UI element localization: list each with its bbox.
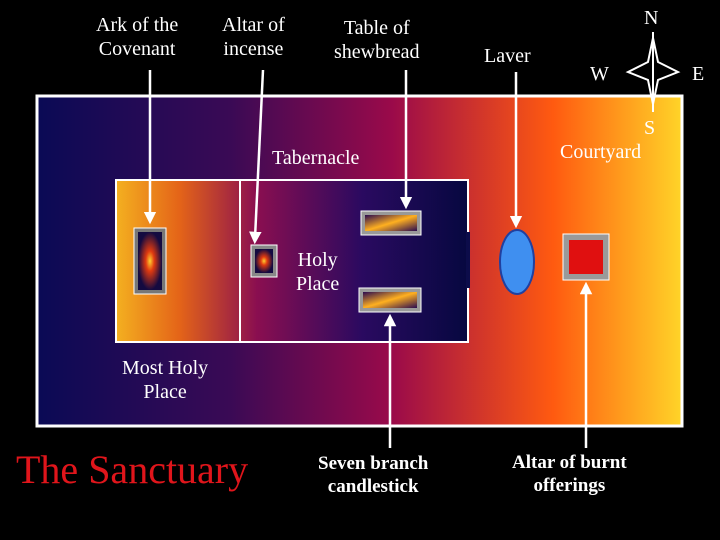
tabernacle-tent: [115, 179, 469, 343]
altar-of-burnt-offerings: [562, 233, 610, 281]
altar-of-incense: [250, 244, 278, 278]
compass-east-label: E: [692, 63, 705, 85]
compass-icon: [625, 32, 681, 112]
most-holy-place-label: Most Holy Place: [122, 357, 209, 403]
altar-burnt-label: Altar of burnt offerings: [512, 452, 627, 496]
candlestick-label: Seven branch candlestick: [318, 453, 429, 497]
compass-south-label: S: [644, 117, 656, 139]
table-label: Table of shewbread: [334, 17, 420, 63]
ark-label: Ark of the Covenant: [96, 14, 179, 60]
altar-incense-label: Altar of incense: [222, 14, 285, 60]
incense-pointer: [249, 69, 265, 245]
compass-west-label: W: [590, 63, 609, 85]
sanctuary-title: The Sanctuary: [16, 447, 249, 492]
courtyard-label: Courtyard: [560, 141, 642, 163]
laver-label: Laver: [484, 45, 531, 67]
holy-place-label: Holy Place: [296, 249, 340, 295]
laver: [499, 229, 535, 295]
table-of-shewbread: [360, 210, 422, 236]
compass-north-label: N: [644, 7, 659, 29]
seven-branch-candlestick: [358, 287, 422, 313]
ark-of-covenant: [133, 227, 167, 295]
tabernacle-label: Tabernacle: [272, 147, 360, 169]
